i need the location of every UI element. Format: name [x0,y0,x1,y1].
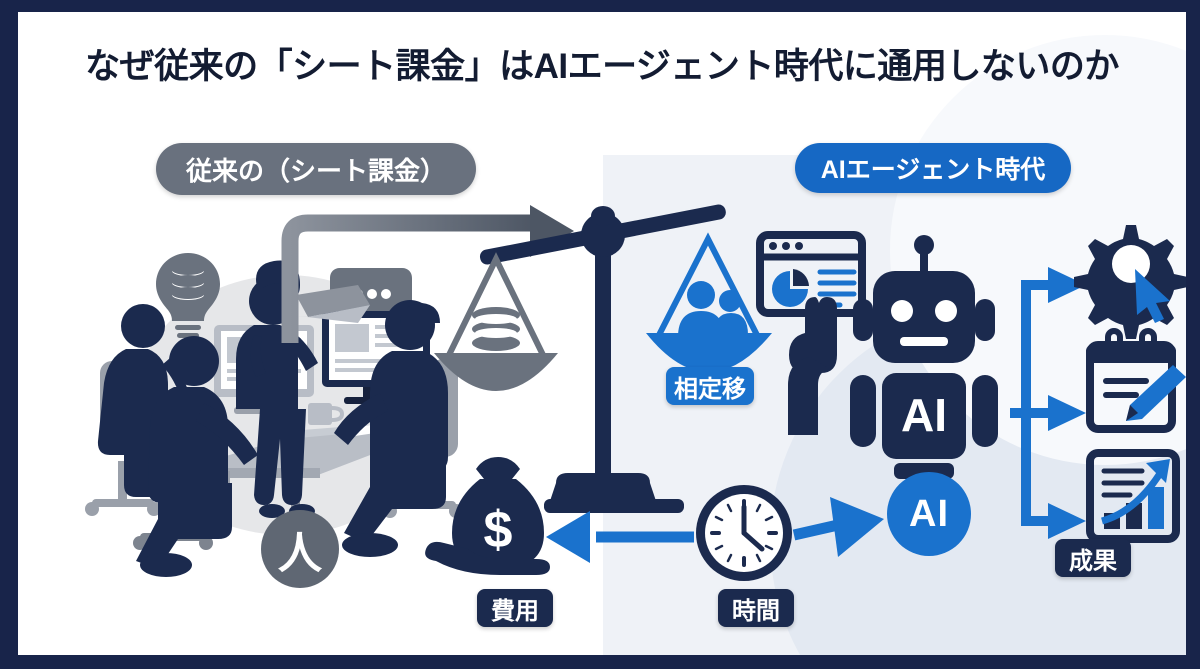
coins-icon [472,307,520,351]
people-silhouette-3 [236,260,318,518]
people-silhouette [97,304,192,497]
coffee-cup-icon [308,403,345,425]
office-chair-icon-2 [133,395,213,550]
chat-bubble-icon [330,268,412,336]
infographic-canvas: $ [18,12,1186,655]
scale-pan-cost [434,252,558,391]
label-scale: 相定移 [666,367,754,405]
office-chair-icon-3 [383,359,463,518]
ai-era-panel [603,35,1186,655]
lightbulb-icon [156,253,220,347]
monitor-icon-2 [322,311,430,404]
label-time: 時間 [718,589,794,627]
people-silhouette-2 [136,336,258,577]
money-bag-icon: $ [425,457,550,575]
badge-ai-circle: AI [887,472,971,556]
svg-text:$: $ [484,501,513,559]
people-silhouette-4 [334,300,448,557]
office-chair-icon [85,361,161,516]
badge-ai-agent-era[interactable]: AIエージェント時代 [795,143,1071,193]
label-result: 成果 [1055,539,1131,577]
badge-human: 人 [261,510,339,588]
label-cost: 費用 [477,589,553,627]
laptop-icon [290,285,370,323]
page-title: なぜ従来の「シート課金」はAIエージェント時代に通用しないのか [85,47,1119,86]
monitor-icon [214,325,314,414]
paper-sheet [336,423,402,437]
badge-legacy-seat-pricing[interactable]: 従来の（シート課金） [156,143,476,195]
